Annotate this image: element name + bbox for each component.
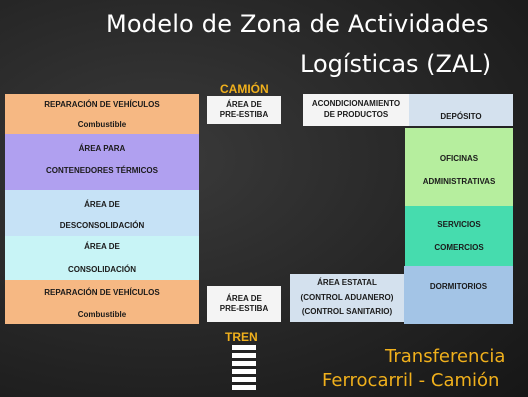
pre-estiba-bottom-line-1: ÁREA DE	[226, 294, 262, 303]
train-stack-bar-1	[232, 345, 256, 350]
deposito: DEPÓSITO	[409, 94, 513, 126]
tren-label: TREN	[225, 330, 258, 344]
area-estatal: ÁREA ESTATAL (CONTROL ADUANERO) (CONTROL…	[290, 274, 404, 322]
servicios-comercios: SERVICIOS COMERCIOS	[405, 206, 513, 266]
train-stack-bar-3	[232, 361, 256, 366]
area-desconsolidacion: ÁREA DE DESCONSOLIDACIÓN	[5, 190, 199, 236]
desconsolidacion-line-1: ÁREA DE	[84, 200, 120, 209]
oficinas-line-1: OFICINAS	[439, 154, 479, 163]
reparacion-bottom-sub: Combustible	[77, 310, 127, 319]
dormitorios-label: DORMITORIOS	[429, 282, 488, 291]
estatal-line-3: (CONTROL SANITARIO)	[301, 307, 393, 316]
dormitorios: DORMITORIOS	[404, 266, 513, 324]
reparacion-bottom-title: REPARACIÓN DE VEHÍCULOS	[44, 288, 160, 297]
area-contenedores-termicos: ÁREA PARA CONTENEDORES TÉRMICOS	[5, 134, 199, 190]
reparacion-top-sub: Combustible	[77, 120, 127, 129]
transferencia-line-1: Transferencia	[385, 346, 506, 367]
train-stack-bar-5	[232, 377, 256, 382]
pre-estiba-top-line-2: PRE-ESTIBA	[219, 110, 269, 119]
consolidacion-line-2: CONSOLIDACIÓN	[68, 265, 136, 274]
estatal-line-1: ÁREA ESTATAL	[317, 278, 377, 287]
estatal-line-2: (CONTROL ADUANERO)	[300, 293, 394, 302]
oficinas-line-2: ADMINISTRATIVAS	[422, 177, 496, 186]
area-consolidacion: ÁREA DE CONSOLIDACIÓN	[5, 236, 199, 280]
contenedores-line-1: ÁREA PARA	[78, 144, 126, 153]
contenedores-line-2: CONTENEDORES TÉRMICOS	[45, 166, 158, 175]
title-line-1: Modelo de Zona de Actividades	[106, 10, 489, 38]
camion-label: CAMIÓN	[220, 82, 269, 96]
transferencia-line-2: Ferrocarril - Camión	[322, 370, 500, 391]
pre-estiba-top-line-1: ÁREA DE	[226, 100, 262, 109]
train-stack-bar-6	[232, 385, 256, 390]
title-line-2: Logísticas (ZAL)	[300, 50, 492, 78]
area-pre-estiba-bottom: ÁREA DE PRE-ESTIBA	[207, 286, 281, 322]
acondicionamiento-line-2: DE PRODUCTOS	[323, 110, 389, 119]
desconsolidacion-line-2: DESCONSOLIDACIÓN	[59, 221, 145, 230]
deposito-label: DEPÓSITO	[440, 112, 482, 121]
acondicionamiento-line-1: ACONDICIONAMIENTO	[311, 99, 401, 108]
oficinas-administrativas: OFICINAS ADMINISTRATIVAS	[405, 128, 513, 206]
reparacion-vehiculos-bottom: REPARACIÓN DE VEHÍCULOS Combustible	[5, 280, 199, 324]
train-stack-bar-4	[232, 369, 256, 374]
acondicionamiento-productos: ACONDICIONAMIENTO DE PRODUCTOS	[303, 94, 409, 126]
reparacion-vehiculos-top: REPARACIÓN DE VEHÍCULOS Combustible	[5, 94, 199, 134]
area-pre-estiba-top: ÁREA DE PRE-ESTIBA	[207, 96, 281, 124]
servicios-line-2: COMERCIOS	[434, 243, 484, 252]
train-stack-bar-2	[232, 353, 256, 358]
servicios-line-1: SERVICIOS	[437, 220, 481, 229]
pre-estiba-bottom-line-2: PRE-ESTIBA	[219, 304, 269, 313]
consolidacion-line-1: ÁREA DE	[84, 242, 120, 251]
reparacion-top-title: REPARACIÓN DE VEHÍCULOS	[44, 100, 160, 109]
